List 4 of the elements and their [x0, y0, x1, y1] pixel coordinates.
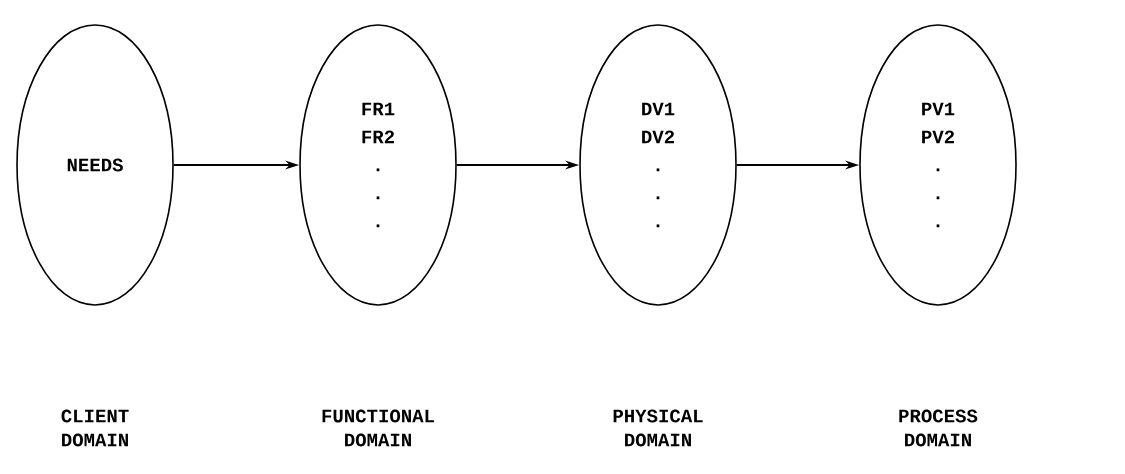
- domain-label: PHYSICAL DOMAIN: [613, 409, 703, 447]
- domain-label: PROCESS DOMAIN: [899, 409, 978, 447]
- domain-label: CLIENT DOMAIN: [61, 409, 129, 447]
- domain-label: FUNCTIONAL DOMAIN: [322, 409, 434, 447]
